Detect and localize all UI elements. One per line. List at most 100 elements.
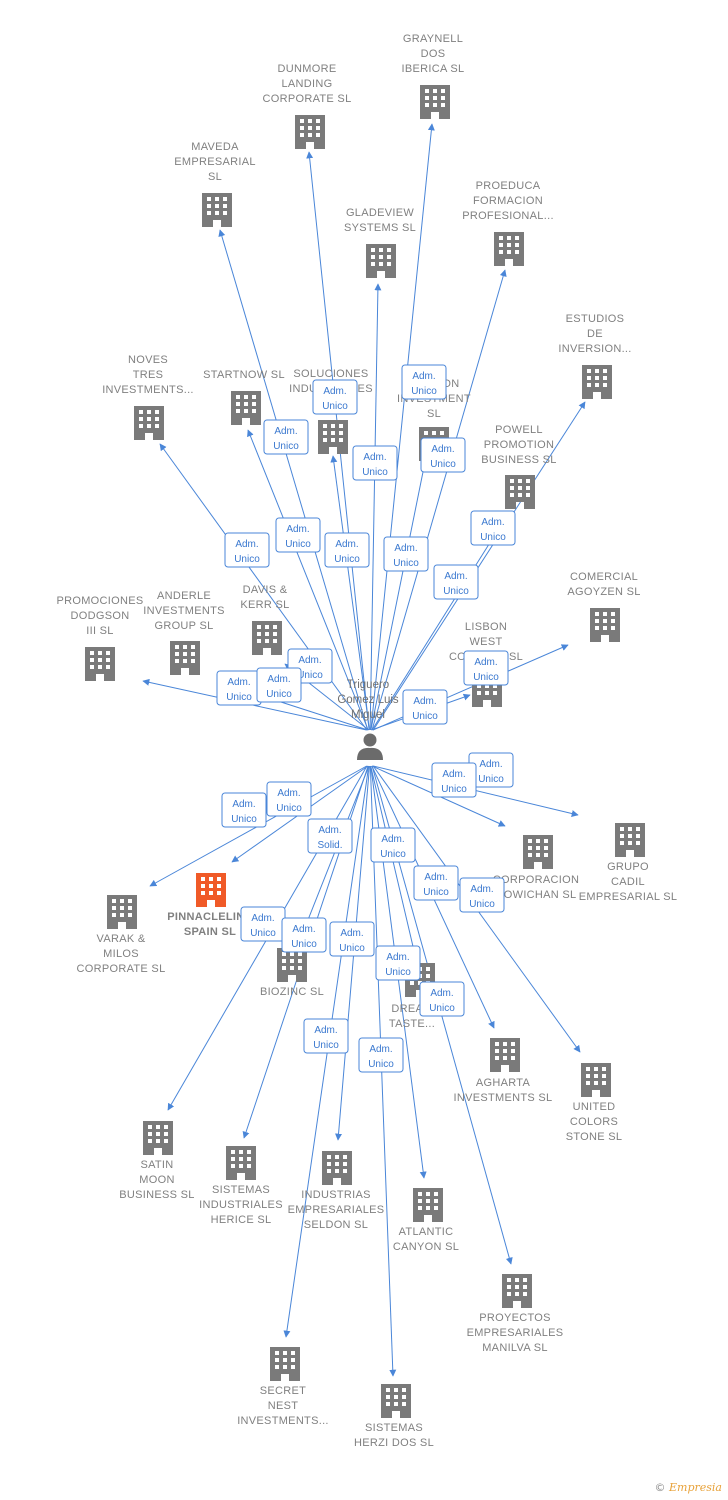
role-badge-adm-unico[interactable]: Adm.Unico [419, 981, 465, 1017]
company-label: NOVES [128, 354, 168, 366]
role-badge-adm-unico[interactable]: Adm.Unico [459, 877, 505, 913]
badge-label: Adm. [470, 884, 493, 895]
badge-label: Unico [480, 532, 506, 543]
role-badge-adm-unico[interactable]: Adm.Unico [216, 670, 262, 706]
badge-label: Unico [297, 670, 323, 681]
role-badge-adm-unico[interactable]: Adm.Unico [375, 945, 421, 981]
role-badge-adm-unico[interactable]: Adm.Unico [402, 689, 448, 725]
company-label: STARTNOW SL [203, 369, 285, 381]
badge-label: Adm. [442, 769, 465, 780]
role-badge-adm-unico[interactable]: Adm. Unico [431, 762, 477, 798]
role-badge-adm-solid[interactable]: Adm.Solid. [307, 818, 353, 854]
company-label: SL [208, 171, 222, 183]
company-label: CORPORATE SL [77, 963, 166, 975]
company-label: INVESTMENTS SL [454, 1092, 553, 1104]
role-badge-adm-unico[interactable]: Adm.Unico [240, 906, 286, 942]
company-node-noves[interactable]: NOVESTRESINVESTMENTS... [102, 354, 194, 440]
company-node-secret[interactable]: SECRETNESTINVESTMENTS... [237, 1347, 329, 1427]
role-badge-adm-unico[interactable]: Adm.Unico [256, 667, 302, 703]
company-node-estudios[interactable]: ESTUDIOSDEINVERSION... [558, 313, 631, 399]
edge-powell [371, 513, 509, 731]
role-badge-adm-unico[interactable]: Adm.Unico [413, 865, 459, 901]
badge-label: Adm. [267, 674, 290, 685]
badge-label: Unico [443, 586, 469, 597]
company-node-proeduca[interactable]: PROEDUCAFORMACIONPROFESIONAL... [462, 180, 554, 266]
company-label: PROYECTOS [479, 1312, 551, 1324]
badge-label: Adm. [369, 1044, 392, 1055]
edge-soluciones [330, 455, 370, 731]
role-badge-adm-unico[interactable]: Adm.Unico [275, 517, 321, 553]
company-node-davis[interactable]: DAVIS &KERR SL [240, 584, 289, 655]
company-node-startnow[interactable]: STARTNOW SL [203, 369, 285, 425]
building-icon [381, 1384, 411, 1418]
role-badge-adm-unico[interactable]: Adm.Unico [383, 536, 429, 572]
edge-maveda [218, 229, 369, 731]
company-node-biozinc[interactable]: BIOZINC SL [260, 948, 324, 998]
role-badge-adm-unico[interactable]: Adm.Unico [352, 445, 398, 481]
role-badge-adm-unico[interactable]: Adm.Unico [224, 532, 270, 568]
role-badge-adm-unico[interactable]: Adm.Unico [470, 510, 516, 546]
badge-label: Unico [441, 784, 467, 795]
company-label: PROMOCIONES [56, 595, 143, 607]
role-badge-adm-unico[interactable]: Adm.Unico [221, 792, 267, 828]
role-badge-adm-unico[interactable]: Adm.Unico [263, 419, 309, 455]
role-badge-adm-unico[interactable]: Adm.Unico [303, 1018, 349, 1054]
badge-label: Adm. [314, 1025, 337, 1036]
company-label: FORMACION [473, 195, 543, 207]
company-label: NEST [268, 1400, 299, 1412]
edge-estudios [372, 401, 586, 731]
role-badge-adm-unico[interactable]: Adm.Unico [312, 379, 358, 415]
role-badge-adm-unico[interactable]: Adm.Unico [433, 564, 479, 600]
building-icon [523, 835, 553, 869]
company-label: MANILVA SL [482, 1342, 548, 1354]
company-label: PINNACLELINK [167, 911, 253, 923]
badge-label: Adm. [277, 788, 300, 799]
role-badge-adm-unico[interactable]: Adm.Unico [266, 781, 312, 817]
building-icon [277, 948, 307, 982]
role-badge-adm-unico[interactable]: Adm.Unico [281, 917, 327, 953]
copyright-symbol: © [654, 1481, 666, 1494]
company-label: MAVEDA [191, 141, 239, 153]
role-badge-adm-unico[interactable]: Adm.Unico [370, 827, 416, 863]
person-name-line: Miguel [351, 709, 385, 721]
company-label: HERICE SL [211, 1214, 272, 1226]
company-label: SL [427, 408, 441, 420]
role-badge-adm-unico[interactable]: Adm.Unico [420, 437, 466, 473]
edge-noves [159, 443, 368, 731]
building-icon [196, 873, 226, 907]
badge-label: Unico [334, 554, 360, 565]
badge-label: Adm. [412, 371, 435, 382]
badge-label: Adm. [431, 444, 454, 455]
role-badge-adm-unico[interactable]: Adm.Unico [329, 921, 375, 957]
company-label: GRUPO [607, 861, 649, 873]
company-label: MILOS [103, 948, 139, 960]
edge-graynell [370, 123, 435, 731]
role-badge-adm-unico[interactable]: Adm.Unico [401, 364, 447, 400]
building-icon [231, 391, 261, 425]
role-badge-adm-unico[interactable]: Adm.Unico [324, 532, 370, 568]
role-badge-adm-unico[interactable]: Adm.Unico [463, 650, 509, 686]
role-badge-adm-unico[interactable]: Adm.Unico [358, 1037, 404, 1073]
company-label: TRES [133, 369, 164, 381]
